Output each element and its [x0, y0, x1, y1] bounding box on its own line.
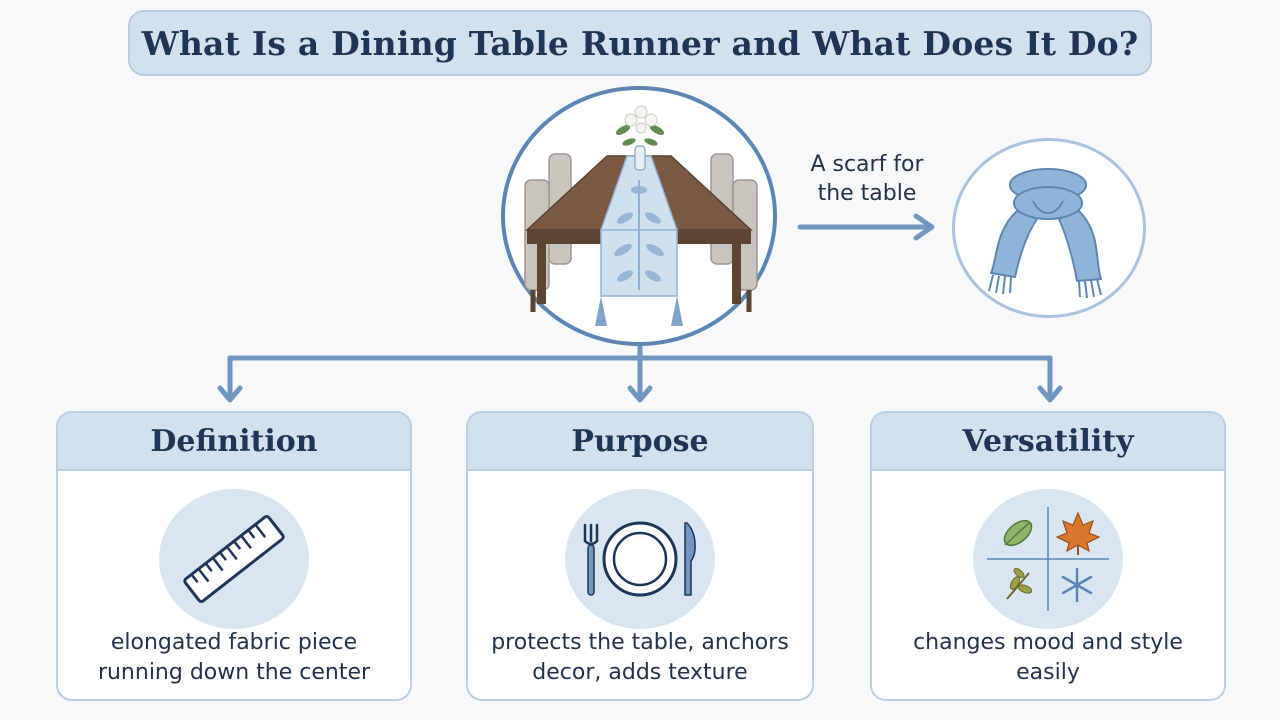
arrowhead-left: [217, 385, 243, 403]
analogy-caption: A scarf for the table: [810, 152, 924, 206]
purpose-description: protects the table, anchors decor, adds …: [491, 630, 789, 685]
definition-icon-circle: [159, 489, 309, 629]
purpose-card: Purpose protects the table, anchors deco…: [466, 411, 814, 701]
ruler-icon: [183, 515, 285, 603]
scarf-image: [952, 138, 1146, 318]
page-title: What Is a Dining Table Runner and What D…: [141, 23, 1139, 63]
title-bar: What Is a Dining Table Runner and What D…: [128, 10, 1152, 76]
versatility-card-title: Versatility: [962, 423, 1134, 459]
purpose-card-title: Purpose: [571, 423, 709, 459]
definition-card-header: Definition: [58, 413, 410, 471]
versatility-description: changes mood and style easily: [913, 630, 1183, 685]
arrowhead-center: [627, 385, 653, 403]
arrowhead-right: [1037, 385, 1063, 403]
versatility-icon-circle: [973, 489, 1123, 629]
definition-description: elongated fabric piece running down the …: [97, 630, 371, 685]
definition-card: Definition elongated fabric: [56, 411, 412, 701]
purpose-card-header: Purpose: [468, 413, 812, 471]
purpose-icon-circle: [565, 489, 715, 629]
versatility-card: Versatility: [870, 411, 1226, 701]
versatility-card-header: Versatility: [872, 413, 1224, 471]
analogy-arrowhead: [913, 213, 935, 241]
four-seasons-icon: [987, 507, 1109, 611]
dining-table-image: [501, 86, 777, 346]
place-setting-icon: [583, 521, 696, 597]
definition-card-title: Definition: [150, 423, 318, 459]
dining-table-with-runner-icon: [524, 105, 758, 326]
scarf-icon: [988, 168, 1102, 299]
